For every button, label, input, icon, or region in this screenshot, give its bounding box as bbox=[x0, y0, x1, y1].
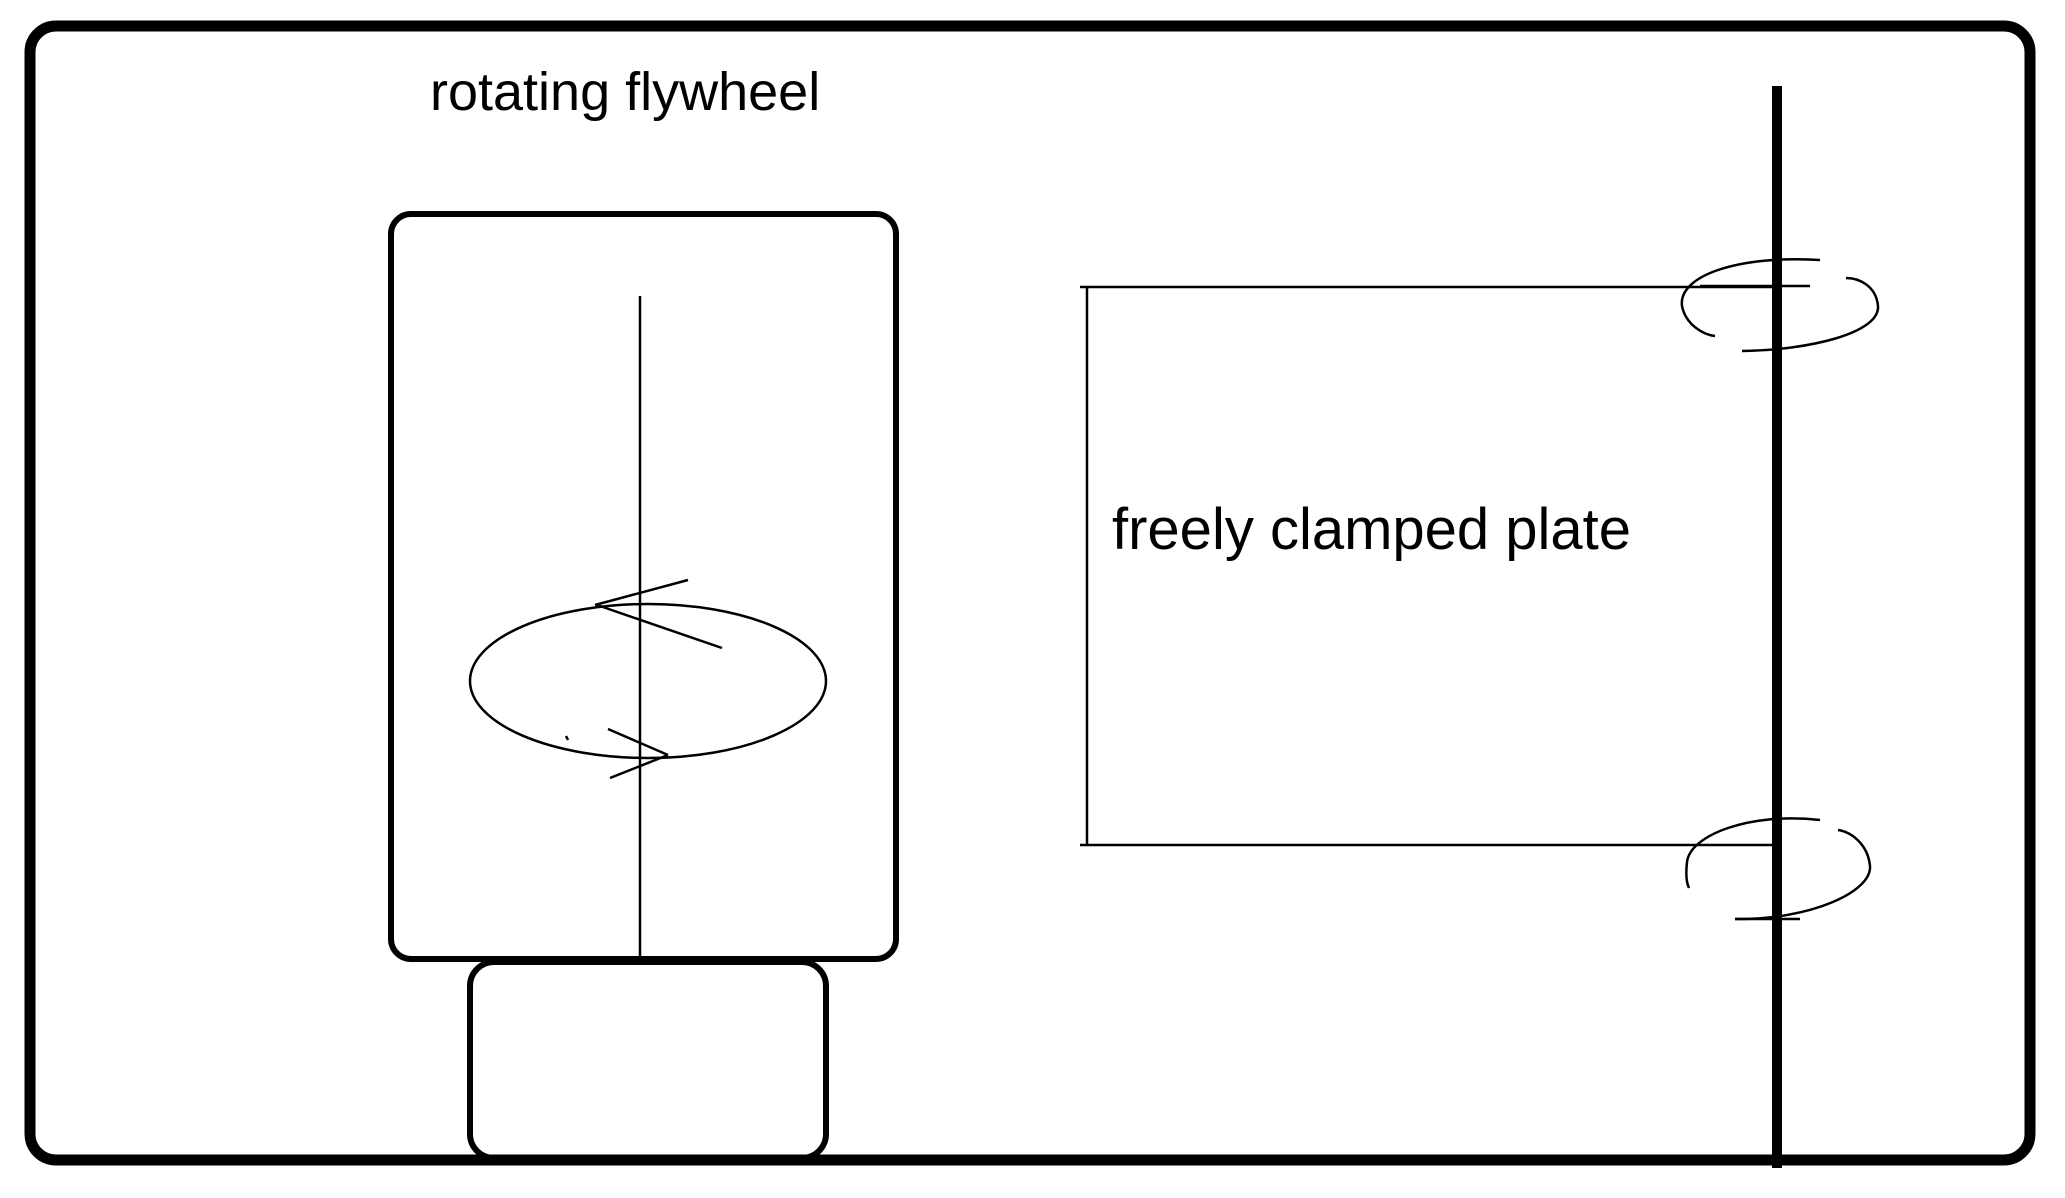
plate-label: freely clamped plate bbox=[1112, 497, 1631, 562]
rotation-arrow-top bbox=[594, 578, 723, 650]
flywheel-housing bbox=[388, 211, 899, 962]
outer-frame bbox=[24, 20, 2036, 1166]
flywheel-label: rotating flywheel bbox=[430, 62, 820, 122]
rotation-arrow-bottom bbox=[564, 727, 669, 780]
upper-hinge bbox=[1680, 258, 1880, 353]
lower-hinge bbox=[1685, 817, 1872, 921]
flywheel-rotation-ellipse bbox=[468, 602, 828, 760]
clamped-plate bbox=[1080, 285, 1778, 847]
flywheel-base bbox=[467, 959, 829, 1161]
